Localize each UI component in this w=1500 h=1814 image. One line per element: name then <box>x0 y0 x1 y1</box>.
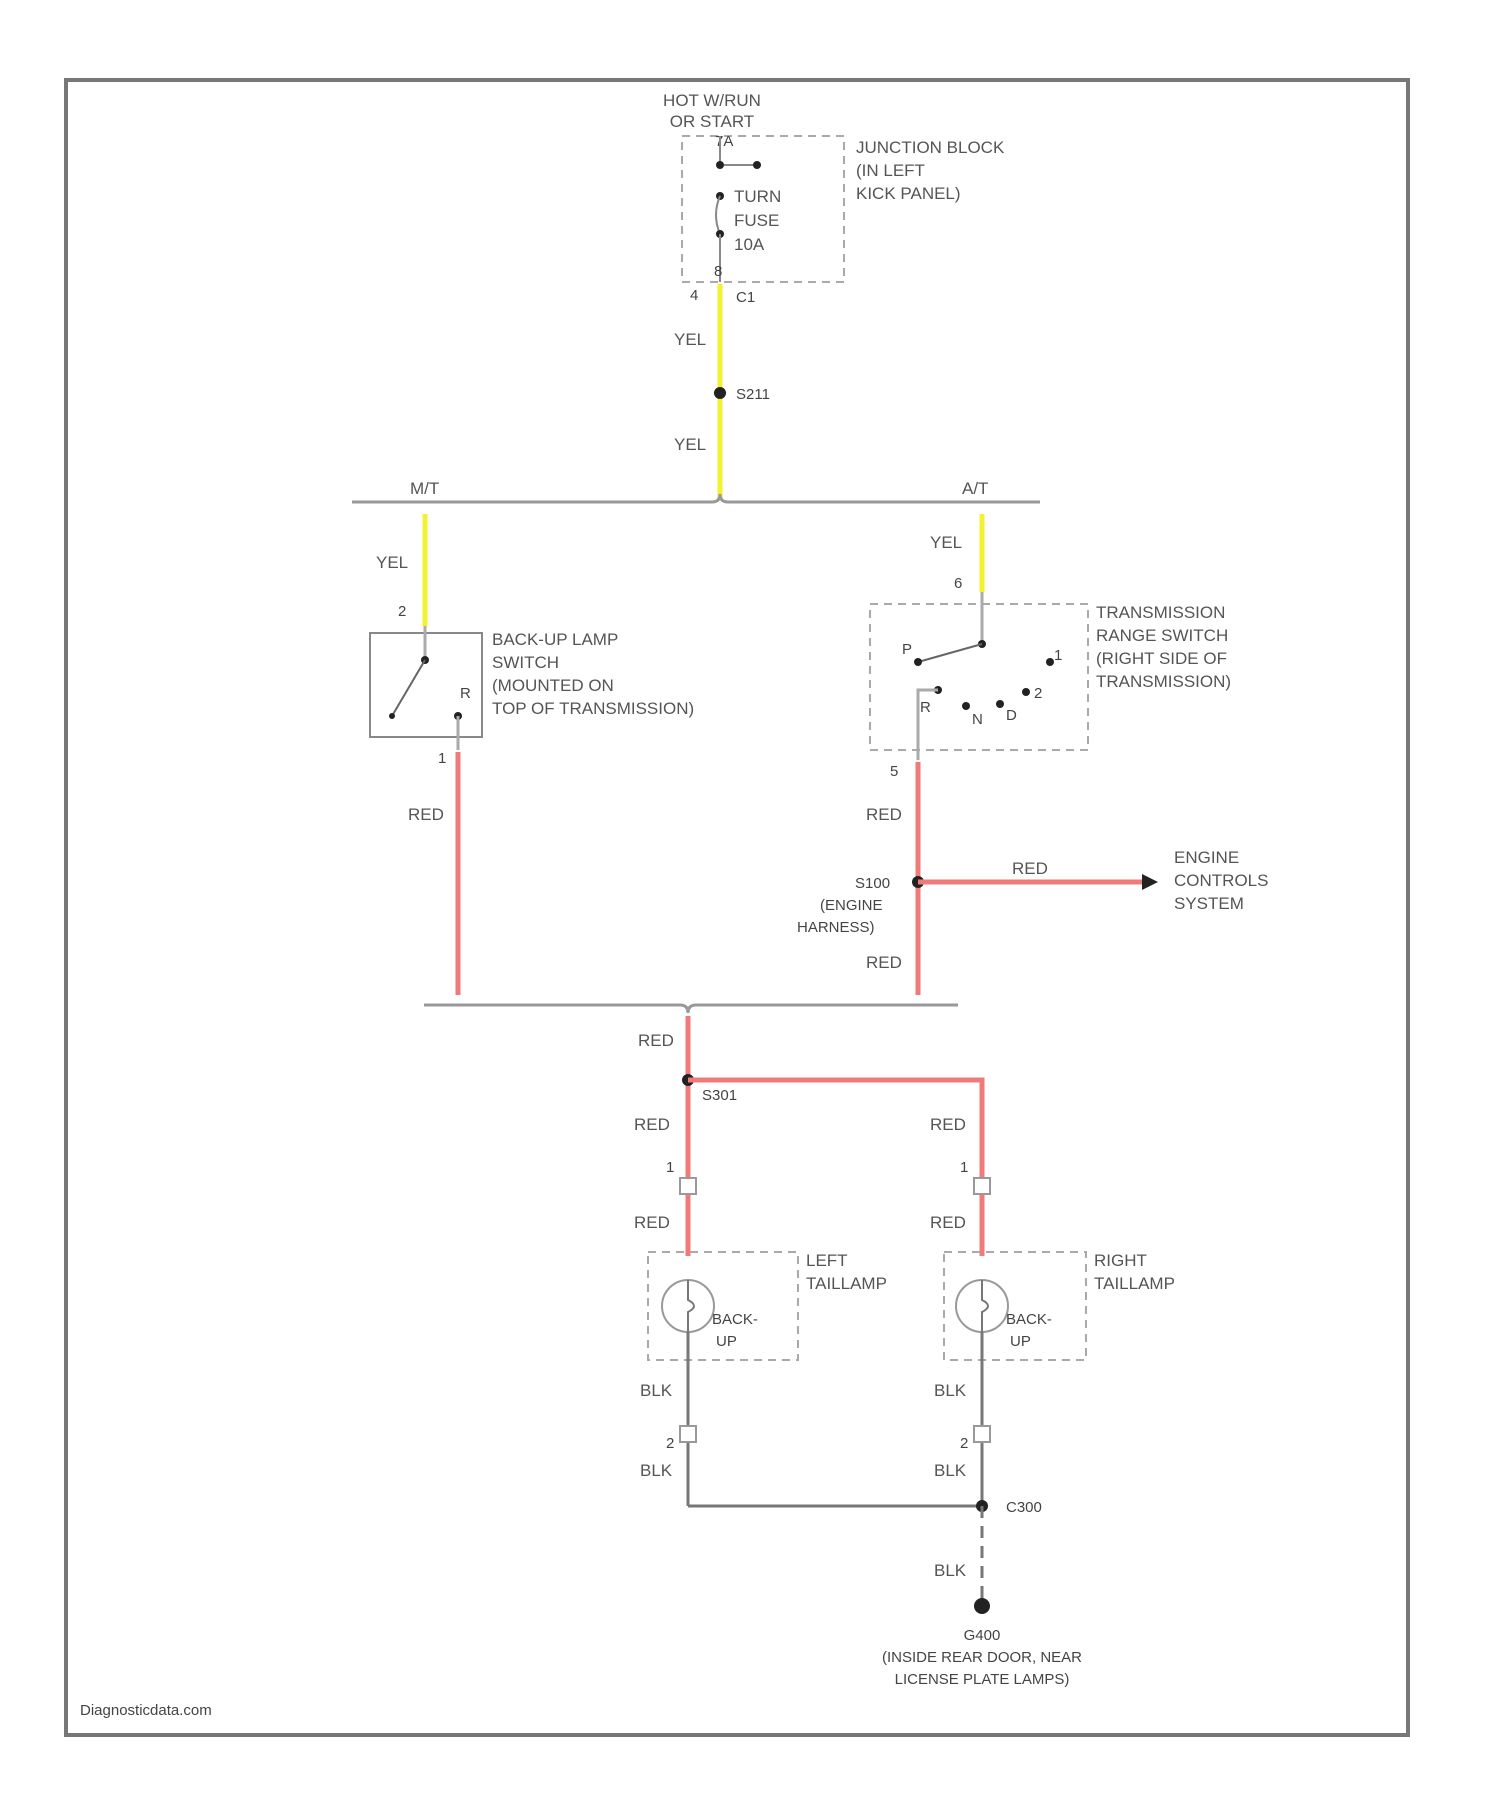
wire-label-blk-ground: BLK <box>934 1561 967 1580</box>
wire-label-yel-2: YEL <box>674 435 706 454</box>
range-switch-box <box>870 604 1088 750</box>
range-pos-r: R <box>920 699 931 716</box>
junction-pin-left: 4 <box>690 287 698 304</box>
wire-label-red-at-2: RED <box>866 953 902 972</box>
left-taillamp-connector-bottom <box>680 1426 696 1442</box>
backup-switch-pos-r: R <box>460 685 471 702</box>
wire-label-red-rear: RED <box>638 1031 674 1050</box>
fuse-label-1: TURN <box>734 187 781 206</box>
fuse-label-2: FUSE <box>734 211 779 230</box>
range-pos-n: N <box>972 711 983 728</box>
branch-at-label: A/T <box>962 479 988 498</box>
right-taillamp-label-1: RIGHT <box>1094 1251 1147 1270</box>
backup-switch-arm <box>392 660 425 716</box>
right-taillamp-pin-bottom: 2 <box>960 1435 968 1452</box>
junction-block-label-2: (IN LEFT <box>856 161 925 180</box>
backup-switch-label-3: (MOUNTED ON <box>492 676 614 695</box>
junction-block-label-3: KICK PANEL) <box>856 184 961 203</box>
range-pos-2: 2 <box>1034 685 1042 702</box>
engine-controls-label-3: SYSTEM <box>1174 894 1244 913</box>
backup-switch-label-2: SWITCH <box>492 653 559 672</box>
option-bracket-bottom <box>424 1005 958 1013</box>
fuse-node-2 <box>753 161 761 169</box>
left-taillamp-pin-top: 1 <box>666 1159 674 1176</box>
c300-label: C300 <box>1006 1499 1042 1516</box>
right-taillamp-connector-top <box>974 1178 990 1194</box>
engine-controls-label-2: CONTROLS <box>1174 871 1268 890</box>
range-switch-pin-in: 6 <box>954 575 962 592</box>
range-contact-p <box>914 658 922 666</box>
wire-label-blk-left-2: BLK <box>640 1461 673 1480</box>
wire-label-red-engine: RED <box>1012 859 1048 878</box>
watermark: Diagnosticdata.com <box>80 1702 212 1719</box>
ground-label-1: (INSIDE REAR DOOR, NEAR <box>882 1649 1082 1666</box>
range-contact-2 <box>1022 688 1030 696</box>
splice-s100-sub1: (ENGINE <box>820 897 883 914</box>
splice-s301-label: S301 <box>702 1087 737 1104</box>
junction-block-label-1: JUNCTION BLOCK <box>856 138 1005 157</box>
wire-label-red-left-2: RED <box>634 1213 670 1232</box>
fuse-label-3: 10A <box>734 235 765 254</box>
backup-switch-arm-end <box>389 713 395 719</box>
wire-label-yel-mt: YEL <box>376 553 408 572</box>
splice-s100-sub2: HARNESS) <box>797 919 875 936</box>
junction-connector: C1 <box>736 289 755 306</box>
range-pos-1: 1 <box>1054 647 1062 664</box>
fuse-symbol <box>716 196 720 234</box>
wire-label-blk-right-2: BLK <box>934 1461 967 1480</box>
engine-arrow <box>1142 874 1158 890</box>
left-taillamp-pin-bottom: 2 <box>666 1435 674 1452</box>
range-switch-label-3: (RIGHT SIDE OF <box>1096 649 1227 668</box>
range-contact-d <box>996 700 1004 708</box>
ground-point <box>974 1598 990 1614</box>
fuse-source-line1: HOT W/RUN <box>663 91 761 110</box>
backup-switch-pin-in: 2 <box>398 603 406 620</box>
right-bulb-label-2: UP <box>1010 1333 1031 1350</box>
wire-label-yel-at: YEL <box>930 533 962 552</box>
range-switch-label-4: TRANSMISSION) <box>1096 672 1231 691</box>
backup-switch-pin-out: 1 <box>438 750 446 767</box>
wire-label-blk-left-1: BLK <box>640 1381 673 1400</box>
left-bulb-label-2: UP <box>716 1333 737 1350</box>
wire-label-blk-right-1: BLK <box>934 1381 967 1400</box>
range-switch-pin-out: 5 <box>890 763 898 780</box>
range-switch-label-1: TRANSMISSION <box>1096 603 1225 622</box>
left-taillamp-connector-top <box>680 1178 696 1194</box>
fuse-node-1 <box>716 161 724 169</box>
splice-s211-label: S211 <box>736 386 770 403</box>
wire-label-red-right-1: RED <box>930 1115 966 1134</box>
option-bracket-top <box>352 494 1040 502</box>
left-taillamp-label-1: LEFT <box>806 1251 848 1270</box>
wire-label-yel-1: YEL <box>674 330 706 349</box>
right-bulb-label-1: BACK- <box>1006 1311 1052 1328</box>
range-contact-n <box>962 702 970 710</box>
junction-pin-top: 7A <box>715 133 733 150</box>
range-pos-d: D <box>1006 707 1017 724</box>
range-pos-p: P <box>902 641 912 658</box>
fuse-source-line2: OR START <box>670 112 754 131</box>
splice-s211-dot <box>714 387 726 399</box>
range-switch-arm <box>918 644 982 662</box>
range-switch-label-2: RANGE SWITCH <box>1096 626 1228 645</box>
backup-switch-label-4: TOP OF TRANSMISSION) <box>492 699 694 718</box>
left-bulb-label-1: BACK- <box>712 1311 758 1328</box>
left-taillamp-label-2: TAILLAMP <box>806 1274 887 1293</box>
splice-s100-label: S100 <box>855 875 890 892</box>
junction-pin-bottom: 8 <box>714 263 722 280</box>
ground-label-2: LICENSE PLATE LAMPS) <box>895 1671 1070 1688</box>
wire-label-red-at-1: RED <box>866 805 902 824</box>
right-taillamp-pin-top: 1 <box>960 1159 968 1176</box>
backup-switch-label-1: BACK-UP LAMP <box>492 630 618 649</box>
wire-label-red-mt: RED <box>408 805 444 824</box>
engine-controls-label-1: ENGINE <box>1174 848 1239 867</box>
right-taillamp-label-2: TAILLAMP <box>1094 1274 1175 1293</box>
branch-mt-label: M/T <box>410 479 439 498</box>
wire-label-red-right-2: RED <box>930 1213 966 1232</box>
range-contact-1 <box>1046 658 1054 666</box>
right-taillamp-connector-bottom <box>974 1426 990 1442</box>
wire-label-red-left-1: RED <box>634 1115 670 1134</box>
ground-id: G400 <box>964 1627 1001 1644</box>
junction-block-box <box>682 136 844 282</box>
